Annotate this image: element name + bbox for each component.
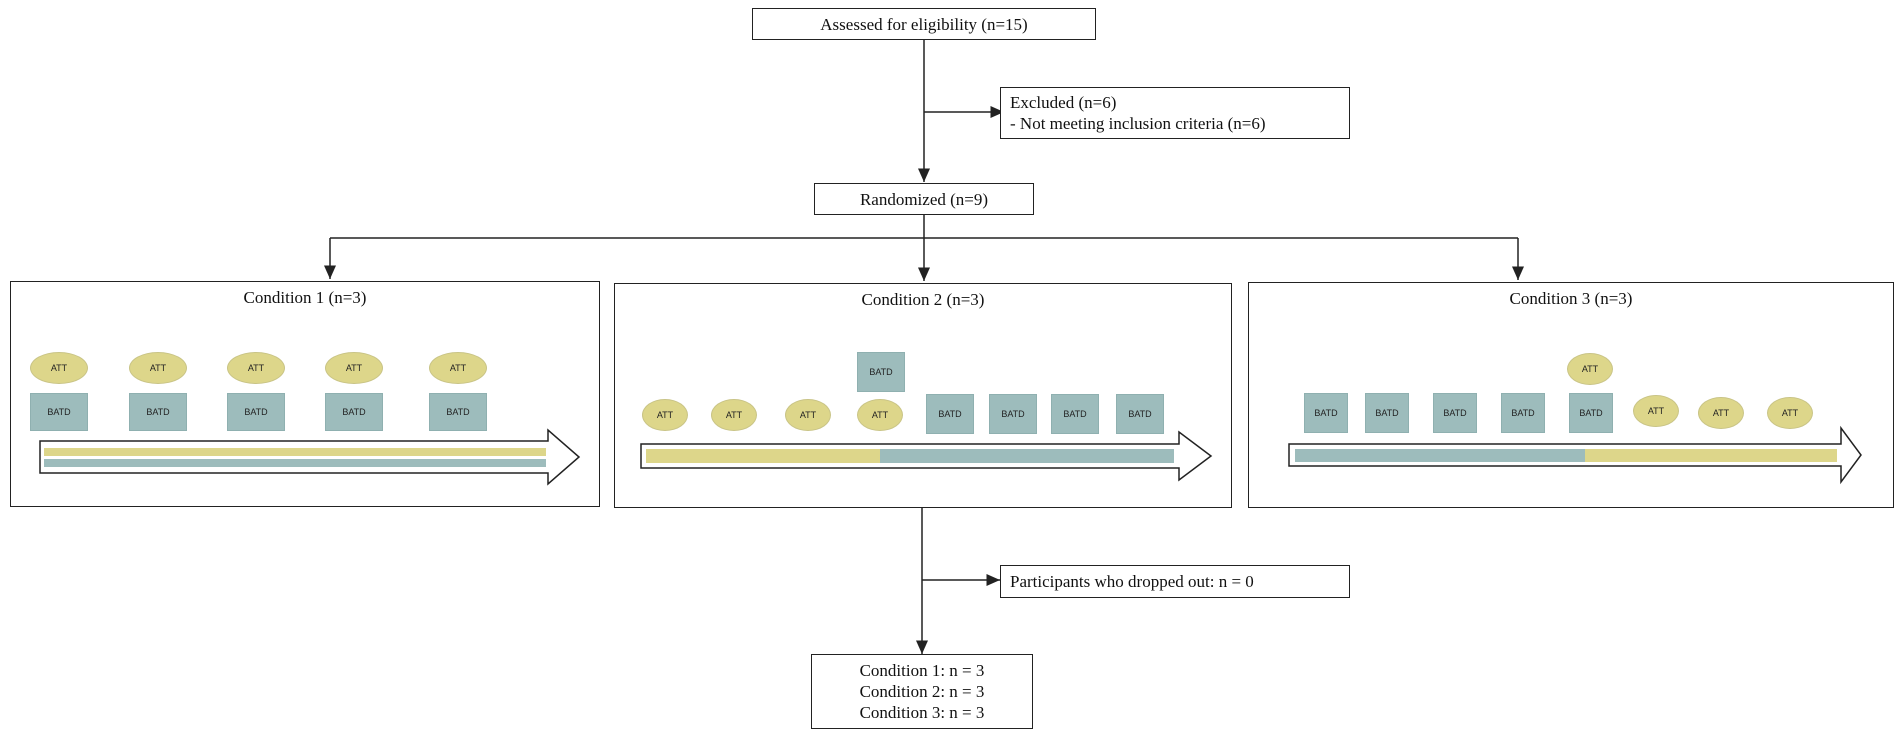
batd-session: BATD: [1051, 394, 1099, 434]
att-session: ATT: [785, 399, 831, 431]
condition-2-timeline-arrow: [640, 430, 1213, 482]
outcome-condition-2: Condition 2: n = 3: [859, 682, 985, 701]
att-session: ATT: [857, 399, 903, 431]
att-session: ATT: [711, 399, 757, 431]
att-session: ATT: [325, 352, 383, 384]
batd-session: BATD: [1569, 393, 1613, 433]
batd-session: BATD: [926, 394, 974, 434]
outcome-condition-3: Condition 3: n = 3: [859, 703, 985, 722]
batd-session: BATD: [857, 352, 905, 392]
condition-2-title: Condition 2 (n=3): [861, 290, 985, 309]
att-session: ATT: [429, 352, 487, 384]
att-session: ATT: [227, 352, 285, 384]
batd-session: BATD: [325, 393, 383, 431]
condition-2-panel: Condition 2 (n=3) BATD ATT ATT ATT ATT B…: [614, 283, 1232, 508]
condition-3-panel: Condition 3 (n=3) ATT BATD BATD BATD BAT…: [1248, 282, 1894, 508]
excluded-box: Excluded (n=6) - Not meeting inclusion c…: [1000, 87, 1350, 139]
batd-session: BATD: [429, 393, 487, 431]
eligibility-box: Assessed for eligibility (n=15): [752, 8, 1096, 40]
batd-session: BATD: [129, 393, 187, 431]
batd-session: BATD: [1365, 393, 1409, 433]
batd-session: BATD: [1433, 393, 1477, 433]
condition-1-title: Condition 1 (n=3): [243, 288, 367, 307]
outcome-box: Condition 1: n = 3 Condition 2: n = 3 Co…: [811, 654, 1033, 729]
condition-1-timeline-arrow: [39, 428, 581, 486]
excluded-count: Excluded (n=6): [1010, 93, 1117, 112]
outcome-condition-1: Condition 1: n = 3: [859, 661, 985, 680]
condition-3-title: Condition 3 (n=3): [1509, 289, 1633, 308]
randomized-box: Randomized (n=9): [814, 183, 1034, 215]
batd-session: BATD: [1116, 394, 1164, 434]
att-session: ATT: [1633, 395, 1679, 427]
excluded-reason: - Not meeting inclusion criteria (n=6): [1010, 114, 1266, 133]
att-session: ATT: [642, 399, 688, 431]
att-session: ATT: [1767, 397, 1813, 429]
batd-session: BATD: [1501, 393, 1545, 433]
batd-session: BATD: [1304, 393, 1348, 433]
eligibility-label: Assessed for eligibility (n=15): [820, 15, 1028, 34]
batd-session: BATD: [989, 394, 1037, 434]
att-session: ATT: [30, 352, 88, 384]
condition-3-timeline-arrow: [1288, 425, 1862, 485]
att-session: ATT: [1698, 397, 1744, 429]
dropout-box: Participants who dropped out: n = 0: [1000, 565, 1350, 598]
batd-session: BATD: [30, 393, 88, 431]
batd-session: BATD: [227, 393, 285, 431]
condition-1-panel: Condition 1 (n=3) ATT ATT ATT ATT ATT BA…: [10, 281, 600, 507]
dropout-label: Participants who dropped out: n = 0: [1010, 572, 1254, 591]
att-session: ATT: [129, 352, 187, 384]
randomized-label: Randomized (n=9): [859, 190, 989, 209]
att-session: ATT: [1567, 353, 1613, 385]
